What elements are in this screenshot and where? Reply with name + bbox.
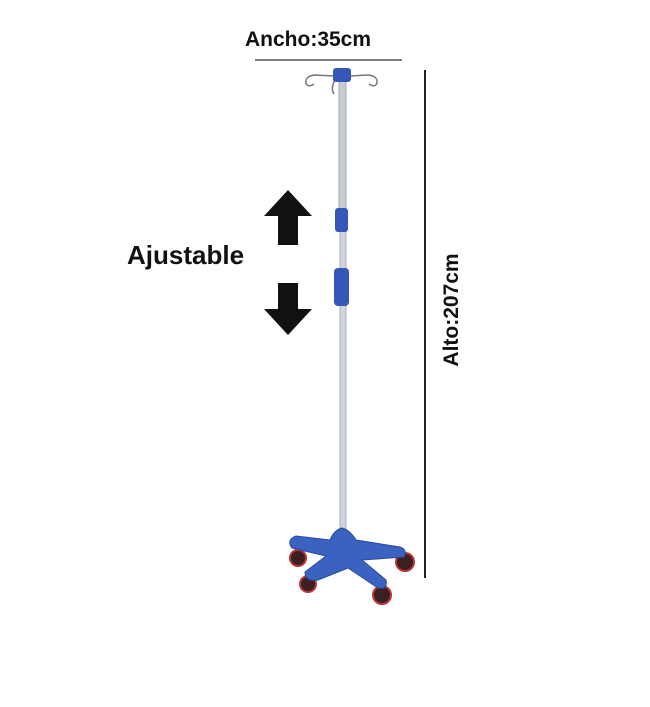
height-label: Alto:207cm xyxy=(440,253,463,367)
wheel-base xyxy=(289,527,415,605)
height-clamp xyxy=(335,208,348,232)
pole xyxy=(334,79,349,536)
width-label: Ancho:35cm xyxy=(245,28,372,51)
hook-head xyxy=(305,68,378,95)
up-arrow-icon xyxy=(264,190,312,245)
down-arrow-icon xyxy=(264,283,312,335)
adjustable-label: Ajustable xyxy=(127,240,245,270)
grip-sleeve xyxy=(334,268,349,306)
